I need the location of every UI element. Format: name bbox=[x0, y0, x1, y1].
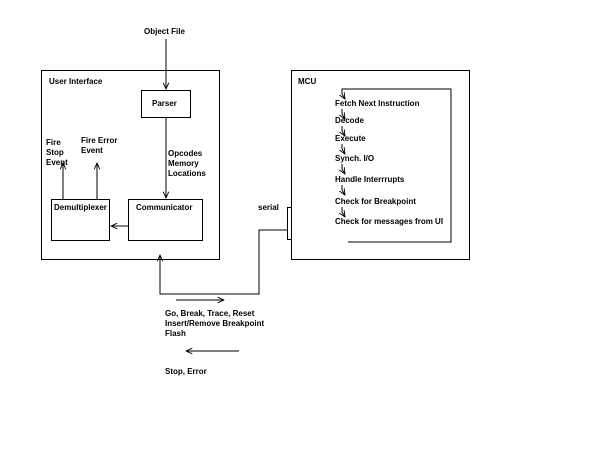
fire-error-event-label: Fire Error Event bbox=[81, 136, 118, 155]
mcu-step-arrow bbox=[342, 185, 345, 195]
mcu-title: MCU bbox=[298, 77, 317, 86]
messages-label: Stop, Error bbox=[165, 367, 207, 376]
user-interface-title: User Interface bbox=[49, 77, 103, 86]
serial-port bbox=[287, 207, 292, 240]
mcu-step-arrow bbox=[342, 126, 345, 136]
communicator-label: Communicator bbox=[136, 203, 193, 212]
fire-stop-event-label: Fire Stop Event bbox=[46, 138, 68, 167]
mcu-step-fetch: Fetch Next Instruction bbox=[335, 99, 420, 108]
demultiplexer-box bbox=[51, 199, 110, 241]
demultiplexer-label: Demultiplexer bbox=[54, 203, 107, 212]
mcu-step-interrupts: Handle Interrrupts bbox=[335, 175, 405, 184]
mcu-step-synch-io: Synch. I/O bbox=[335, 154, 375, 163]
serial-link-line bbox=[160, 229, 287, 295]
serial-label: serial bbox=[258, 203, 279, 212]
mcu-step-breakpoint: Check for Breakpoint bbox=[335, 197, 416, 206]
user-interface-box bbox=[41, 70, 220, 260]
commands-label: Go, Break, Trace, Reset Insert/Remove Br… bbox=[165, 309, 265, 338]
mcu-step-arrow bbox=[342, 144, 345, 154]
object-file-label: Object File bbox=[144, 27, 185, 36]
mcu-loop-return bbox=[342, 88, 452, 243]
mcu-step-arrow bbox=[342, 109, 345, 119]
mcu-box bbox=[291, 70, 470, 260]
communicator-box bbox=[128, 199, 203, 241]
mcu-step-decode: Decode bbox=[335, 116, 364, 125]
parser-label: Parser bbox=[152, 99, 177, 108]
mcu-step-arrow bbox=[342, 164, 345, 174]
mcu-step-messages: Check for messages from UI bbox=[335, 217, 444, 226]
parser-box bbox=[141, 90, 191, 118]
mcu-step-execute: Execute bbox=[335, 134, 366, 143]
mcu-step-arrow bbox=[342, 207, 345, 217]
opcodes-label: Opcodes Memory Locations bbox=[168, 149, 206, 178]
